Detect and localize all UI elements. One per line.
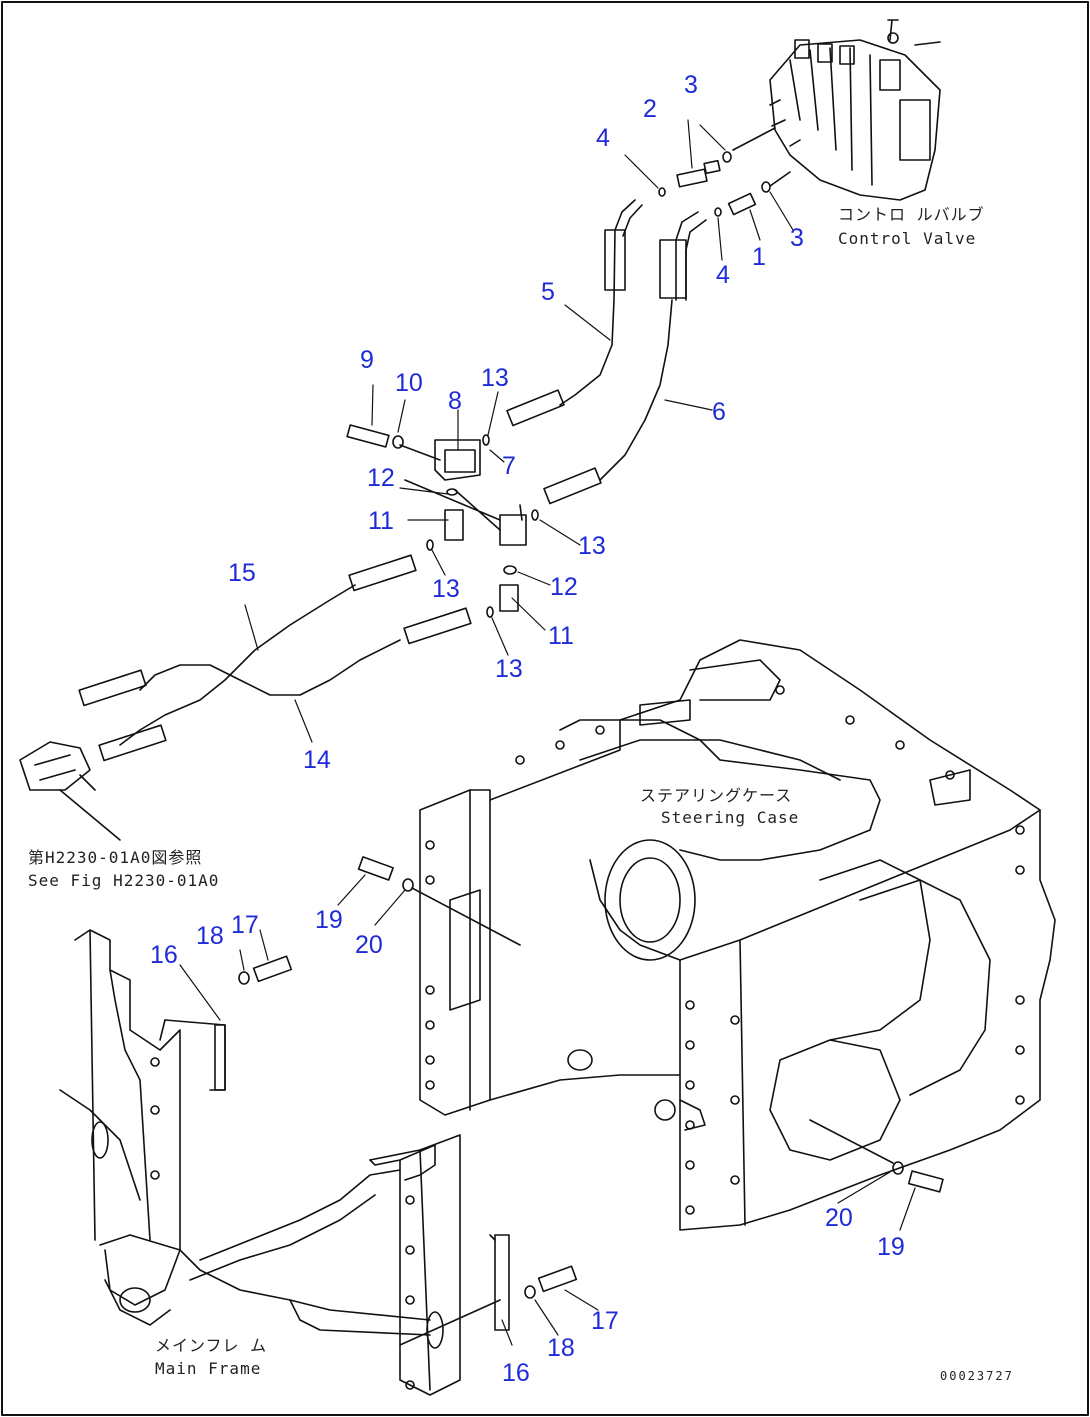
callout-2: 2 [643,95,657,123]
callout-8: 8 [448,387,462,415]
see-fig-label-en: See Fig H2230-01A0 [28,871,220,890]
callout-14: 14 [303,746,331,774]
callout-18-lower: 18 [547,1334,575,1362]
callout-5: 5 [541,278,555,306]
callout-12-lower: 12 [550,573,578,601]
callout-19-right: 19 [877,1233,905,1261]
junction-block-group [346,424,539,618]
callout-11-left: 11 [368,507,394,535]
steering-case-label-jp: ステアリングケース [640,786,793,805]
callout-3-lower: 3 [790,224,804,252]
hoses-14-15 [19,554,472,841]
callout-13-mid: 13 [432,575,460,603]
callout-19-left: 19 [315,906,343,934]
drawing-code: 00023727 [940,1369,1014,1383]
hoses-5-6 [506,199,707,505]
control-valve-label-en: Control Valve [838,229,977,248]
steering-case-label-en: Steering Case [661,808,800,827]
bolts-17-18 [238,955,578,1299]
callout-13-top: 13 [481,364,509,392]
callout-20-right: 20 [825,1204,853,1232]
callout-16-lower: 16 [502,1359,530,1387]
callout-17-upper: 17 [231,911,259,939]
valve-fittings [658,127,791,217]
callout-9: 9 [360,346,374,374]
leader-lines [179,119,916,1346]
callout-15: 15 [228,559,256,587]
control-valve-label-jp: コントロ ルバルブ [838,205,985,224]
see-fig-label-jp: 第H2230-01A0図参照 [28,848,203,867]
callout-4-lower: 4 [716,261,730,289]
callout-17-lower: 17 [591,1307,619,1335]
control-valve-drawing [769,19,941,201]
callout-6: 6 [712,398,726,426]
callout-13-right: 13 [578,532,606,560]
callout-3-upper: 3 [684,71,698,99]
callout-1: 1 [752,243,766,271]
callout-12-upper: 12 [367,464,395,492]
callout-7: 7 [502,452,516,480]
bolts-19-20 [357,856,944,1193]
callout-11-right: 11 [548,622,574,650]
main-frame-drawing [59,929,510,1396]
callout-20-left: 20 [355,931,383,959]
callout-4-upper: 4 [596,124,610,152]
steering-case-drawing [419,639,1056,1231]
main-frame-label-jp: メインフレ ム [155,1336,268,1355]
main-frame-label-en: Main Frame [155,1359,262,1378]
callout-18-upper: 18 [196,922,224,950]
callout-13-bottom: 13 [495,655,523,683]
callout-10: 10 [395,369,423,397]
callout-16-upper: 16 [150,941,178,969]
